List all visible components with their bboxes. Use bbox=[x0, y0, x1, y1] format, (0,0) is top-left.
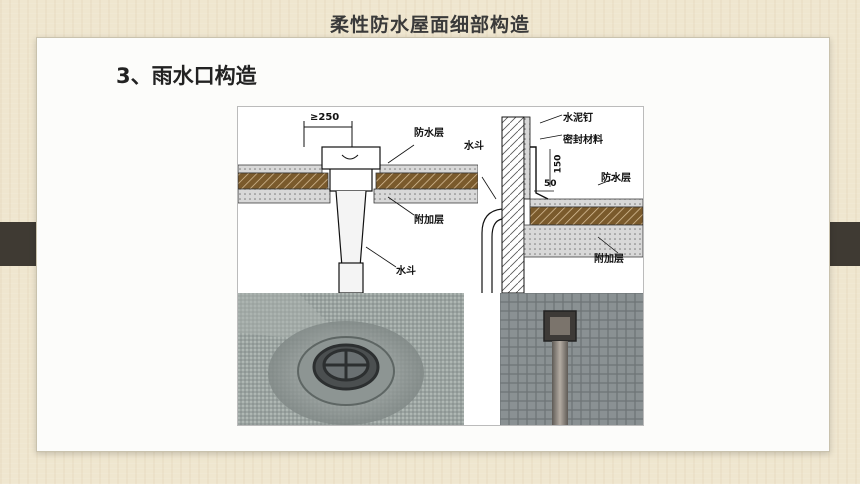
cement-nail-label: 水泥钉 bbox=[563, 113, 593, 124]
side-drain-diagram bbox=[481, 114, 643, 293]
additional-layer-label: 附加层 bbox=[414, 215, 444, 226]
dimension-label: ≥250 bbox=[310, 112, 340, 123]
sealant-label: 密封材料 bbox=[563, 135, 603, 146]
round-drain-photo bbox=[238, 293, 464, 425]
vertical-drain-diagram bbox=[238, 121, 478, 293]
slide-title: 柔性防水屋面细部构造 bbox=[329, 14, 530, 36]
right-waterproof-layer-label: 防水层 bbox=[601, 173, 631, 184]
dim-150-label: 150 bbox=[553, 154, 564, 174]
dim-50-label: 50 bbox=[544, 179, 557, 189]
drain-label: 水斗 bbox=[396, 266, 416, 277]
section-heading: 3、雨水口构造 bbox=[116, 64, 257, 88]
roof-drain-figure: ≥250 防水层 附加层 水斗 水泥钉 密封材料 水斗 150 50 防水层 附… bbox=[237, 106, 644, 426]
waterproof-layer-label: 防水层 bbox=[414, 128, 444, 139]
side-drain-label: 水斗 bbox=[464, 141, 484, 152]
right-additional-layer-label: 附加层 bbox=[594, 254, 624, 265]
side-drain-photo bbox=[500, 293, 643, 425]
